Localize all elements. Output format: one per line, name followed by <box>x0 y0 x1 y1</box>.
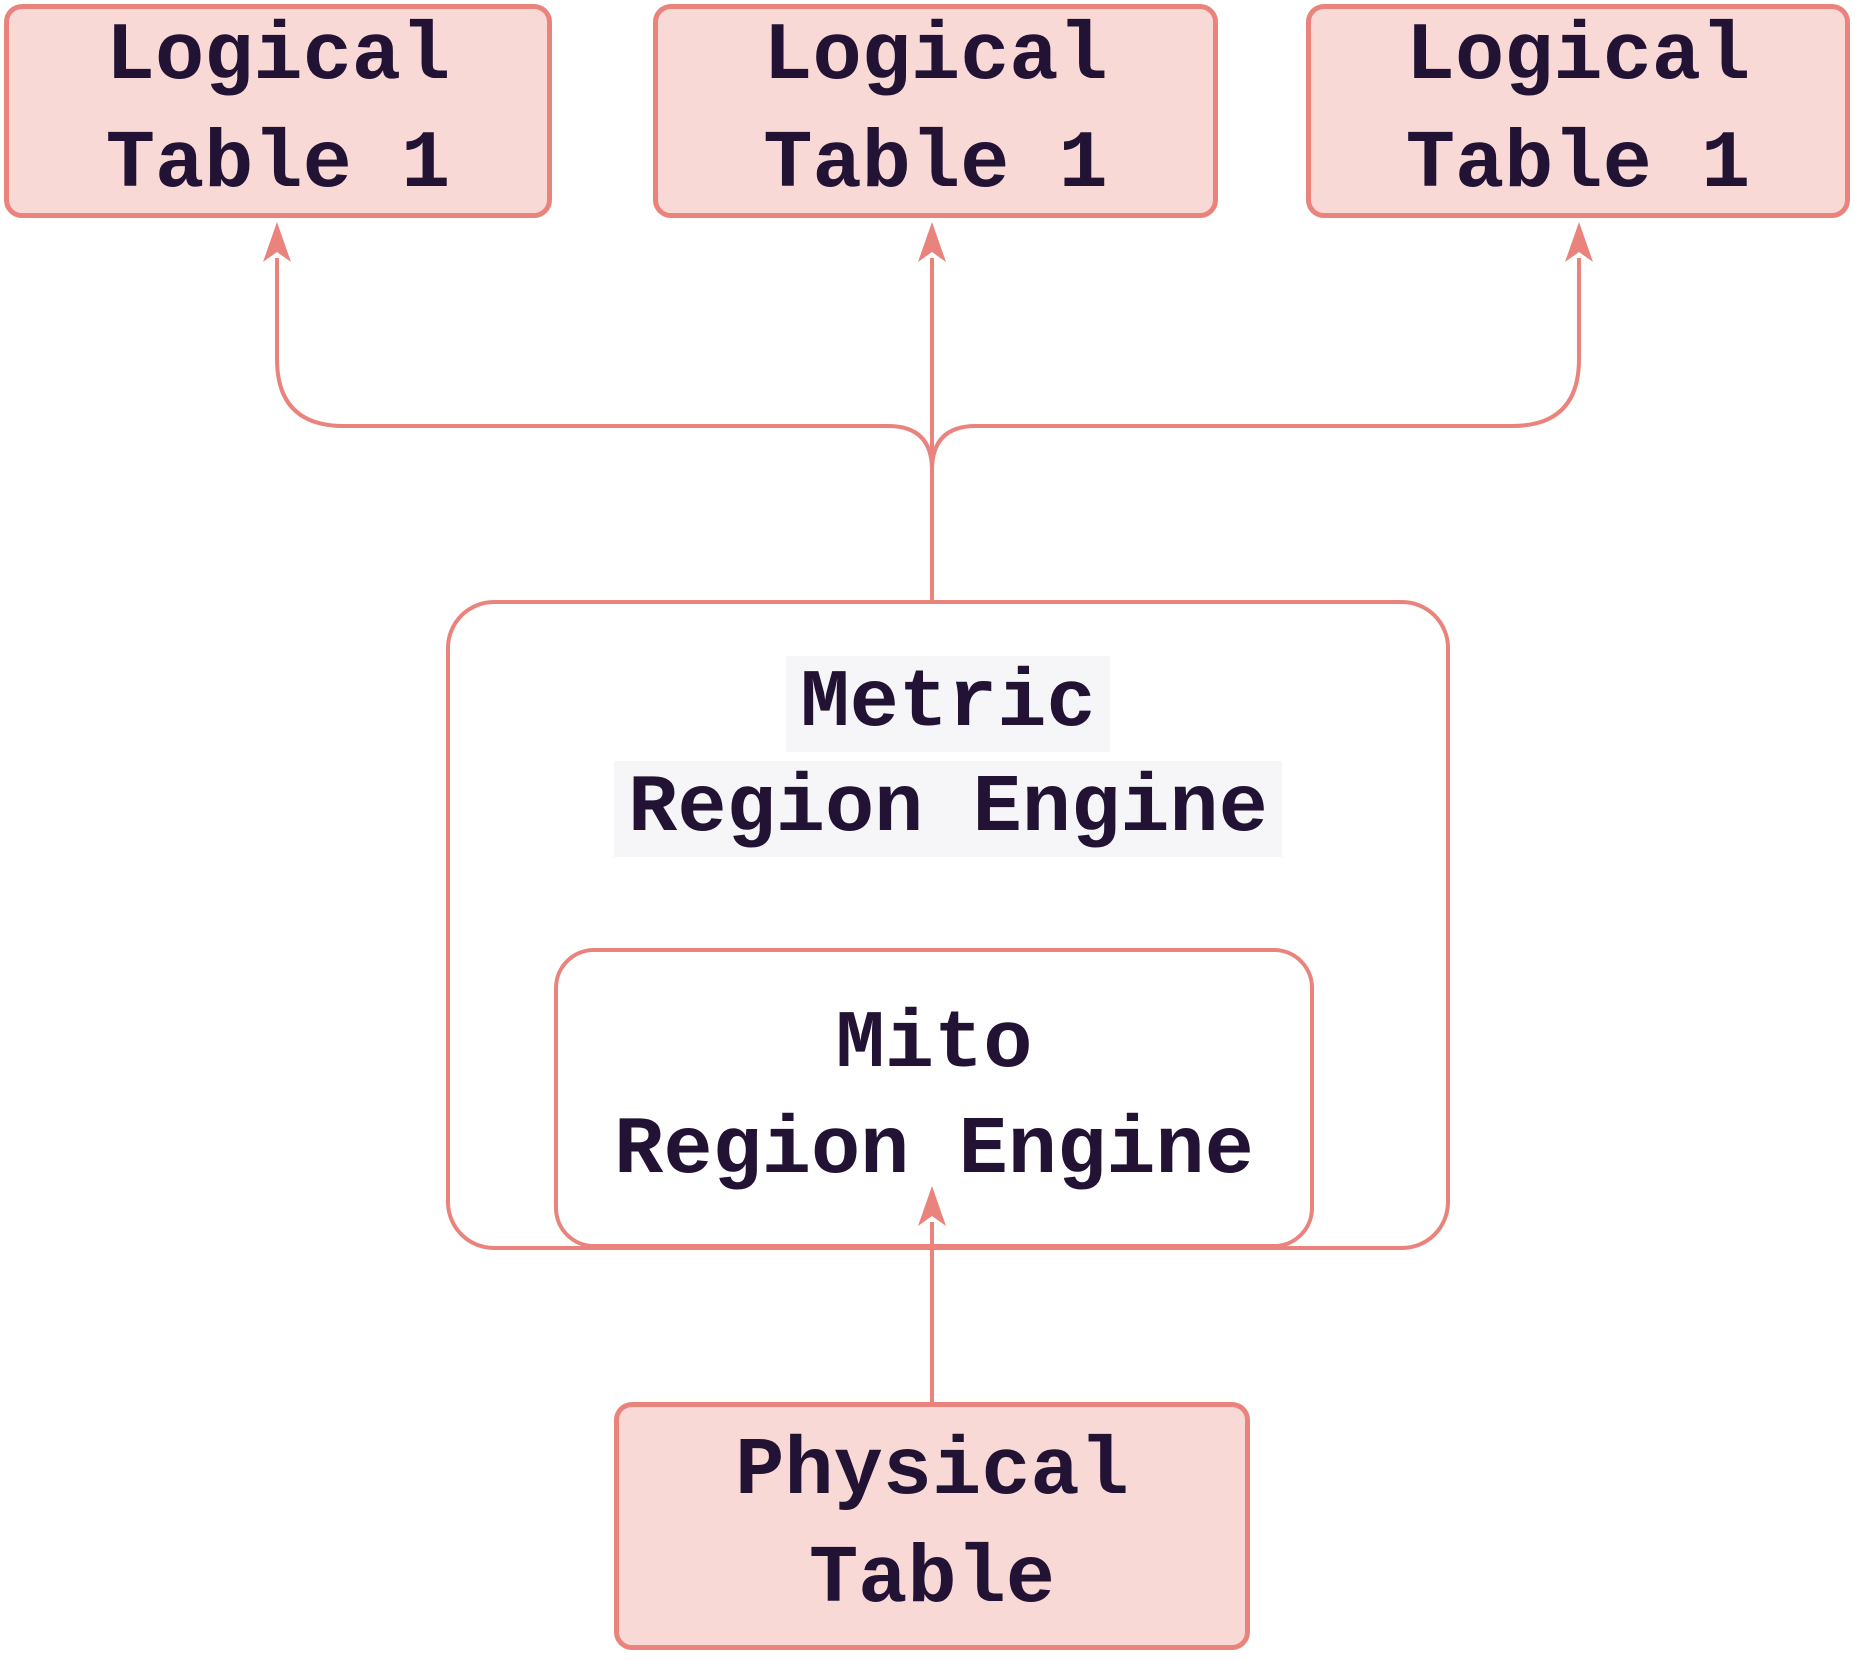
node-label-line: Region Engine <box>614 1104 1254 1197</box>
node-label-line: Region Engine <box>614 761 1282 857</box>
node-label-line: Table <box>808 1533 1056 1626</box>
node-label-line: Logical <box>1405 10 1751 103</box>
node-label-line: Logical <box>763 10 1108 103</box>
node-label-line: Metric <box>786 656 1110 752</box>
arrowhead-icon <box>1565 222 1593 262</box>
arrow-metric-to-logical-center <box>918 222 946 602</box>
node-label-line: Physical <box>735 1425 1129 1518</box>
node-logical-table-center: Logical Table 1 <box>653 4 1218 218</box>
node-physical-table: Physical Table <box>614 1402 1250 1650</box>
arrow-metric-to-logical-left <box>263 222 934 602</box>
arrowhead-icon <box>918 222 946 262</box>
node-label-line: Logical <box>105 10 451 103</box>
node-label-line: Table 1 <box>105 118 451 211</box>
node-metric-region-engine: Metric Region Engine <box>446 600 1450 1250</box>
arrowhead-icon <box>263 222 291 262</box>
node-mito-region-engine: Mito Region Engine <box>554 948 1314 1248</box>
metric-region-engine-label: Metric Region Engine <box>450 656 1446 857</box>
arrow-metric-to-logical-right <box>930 222 1593 602</box>
node-label-line: Table 1 <box>1405 118 1751 211</box>
node-logical-table-left: Logical Table 1 <box>4 4 552 218</box>
node-label-line: Table 1 <box>763 118 1108 211</box>
node-label-line: Mito <box>835 998 1033 1091</box>
node-logical-table-right: Logical Table 1 <box>1306 4 1850 218</box>
